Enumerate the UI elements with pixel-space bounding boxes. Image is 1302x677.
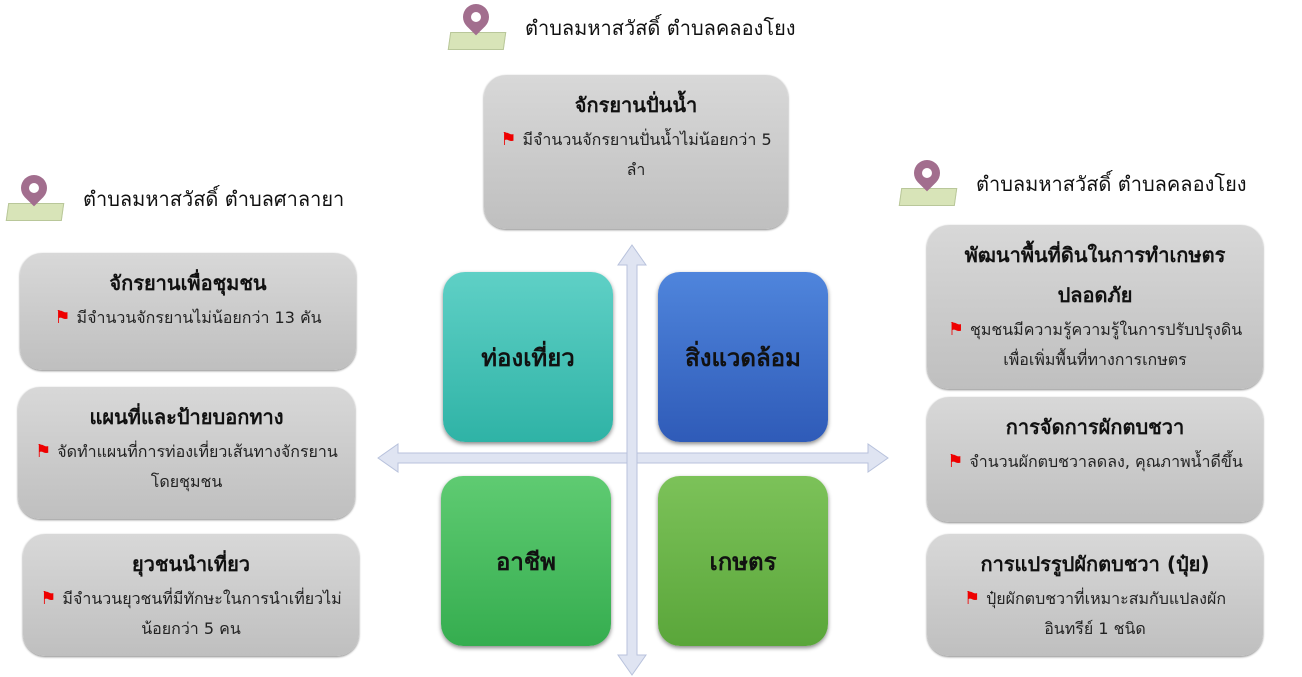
flag-icon: ⚑ bbox=[40, 588, 57, 609]
location-label: ตำบลมหาสวัสดิ์ ตำบลคลองโยง bbox=[525, 16, 796, 40]
quadrant-tourism: ท่องเที่ยว bbox=[443, 272, 613, 442]
goal-desc: จำนวนผักตบชวาลดลง, คุณภาพน้ำดีขึ้น bbox=[969, 452, 1243, 471]
goal-desc: ชุมชนมีความรู้ความรู้ในการปรับปรุงดินเพื… bbox=[969, 320, 1243, 369]
flag-icon: ⚑ bbox=[947, 451, 964, 472]
goal-title: การแปรรูปผักตบชวา (ปุ๋ย) bbox=[980, 552, 1210, 576]
goal-desc: มีจำนวนยุวชนที่มีทักษะในการนำเที่ยวไม่น้… bbox=[62, 589, 342, 638]
goal-title: แผนที่และป้ายบอกทาง bbox=[89, 405, 284, 429]
location-header-right: ตำบลมหาสวัสดิ์ ตำบลคลองโยง bbox=[898, 154, 1247, 208]
goal-box: การจัดการผักตบชวา ⚑ จำนวนผักตบชวาลดลง, คุณ… bbox=[927, 397, 1263, 522]
location-label: ตำบลมหาสวัสดิ์ ตำบลคลองโยง bbox=[976, 172, 1247, 196]
location-header-top: ตำบลมหาสวัสดิ์ ตำบลคลองโยง bbox=[447, 0, 796, 52]
goal-desc: ปุ๋ยผักตบชวาที่เหมาะสมกับแปลงผักอินทรีย์… bbox=[986, 589, 1227, 638]
flag-icon: ⚑ bbox=[963, 588, 981, 609]
goal-title: ยุวชนนำเที่ยว bbox=[131, 552, 251, 576]
flag-icon: ⚑ bbox=[947, 319, 964, 340]
goal-box: ยุวชนนำเที่ยว ⚑มีจำนวนยุวชนที่มีทักษะในกา… bbox=[23, 534, 359, 656]
vertical-arrow bbox=[617, 244, 647, 676]
goal-desc: จัดทำแผนที่การท่องเที่ยวเส้นทางจักรยานโด… bbox=[57, 442, 338, 491]
flag-icon: ⚑ bbox=[35, 441, 52, 462]
quadrant-career: อาชีพ bbox=[441, 476, 611, 646]
goal-box: จักรยานปั่นน้ำ ⚑มีจำนวนจักรยานปั่นน้ำไม่น… bbox=[484, 75, 788, 229]
goal-title: พัฒนาพื้นที่ดินในการทำเกษตรปลอดภัย bbox=[964, 243, 1226, 307]
goal-box: พัฒนาพื้นที่ดินในการทำเกษตรปลอดภัย⚑ชุมชน… bbox=[927, 225, 1263, 389]
goal-box: จักรยานเพื่อชุมชน ⚑ มีจำนวนจักรยานไม่น้อยก… bbox=[20, 253, 356, 370]
flag-icon: ⚑ bbox=[54, 307, 71, 328]
flag-icon: ⚑ bbox=[500, 129, 517, 150]
location-label: ตำบลมหาสวัสดิ์ ตำบลศาลายา bbox=[83, 187, 345, 211]
location-header-left: ตำบลมหาสวัสดิ์ ตำบลศาลายา bbox=[5, 169, 345, 223]
quadrant-agriculture: เกษตร bbox=[658, 476, 828, 646]
goal-title: จักรยานเพื่อชุมชน bbox=[109, 271, 267, 295]
goal-box: แผนที่และป้ายบอกทาง ⚑จัดทำแผนที่การท่องเท… bbox=[18, 387, 355, 519]
goal-desc: มีจำนวนจักรยานไม่น้อยกว่า 13 คัน bbox=[76, 308, 322, 327]
goal-desc: มีจำนวนจักรยานปั่นน้ำไม่น้อยกว่า 5 ลำ bbox=[522, 130, 772, 179]
goal-box: การแปรรูปผักตบชวา (ปุ๋ย) ⚑ปุ๋ยผักตบชวาที่… bbox=[927, 534, 1263, 656]
goal-title: จักรยานปั่นน้ำ bbox=[574, 93, 698, 117]
goal-title: การจัดการผักตบชวา bbox=[1005, 415, 1185, 439]
quadrant-environment: สิ่งแวดล้อม bbox=[658, 272, 828, 442]
